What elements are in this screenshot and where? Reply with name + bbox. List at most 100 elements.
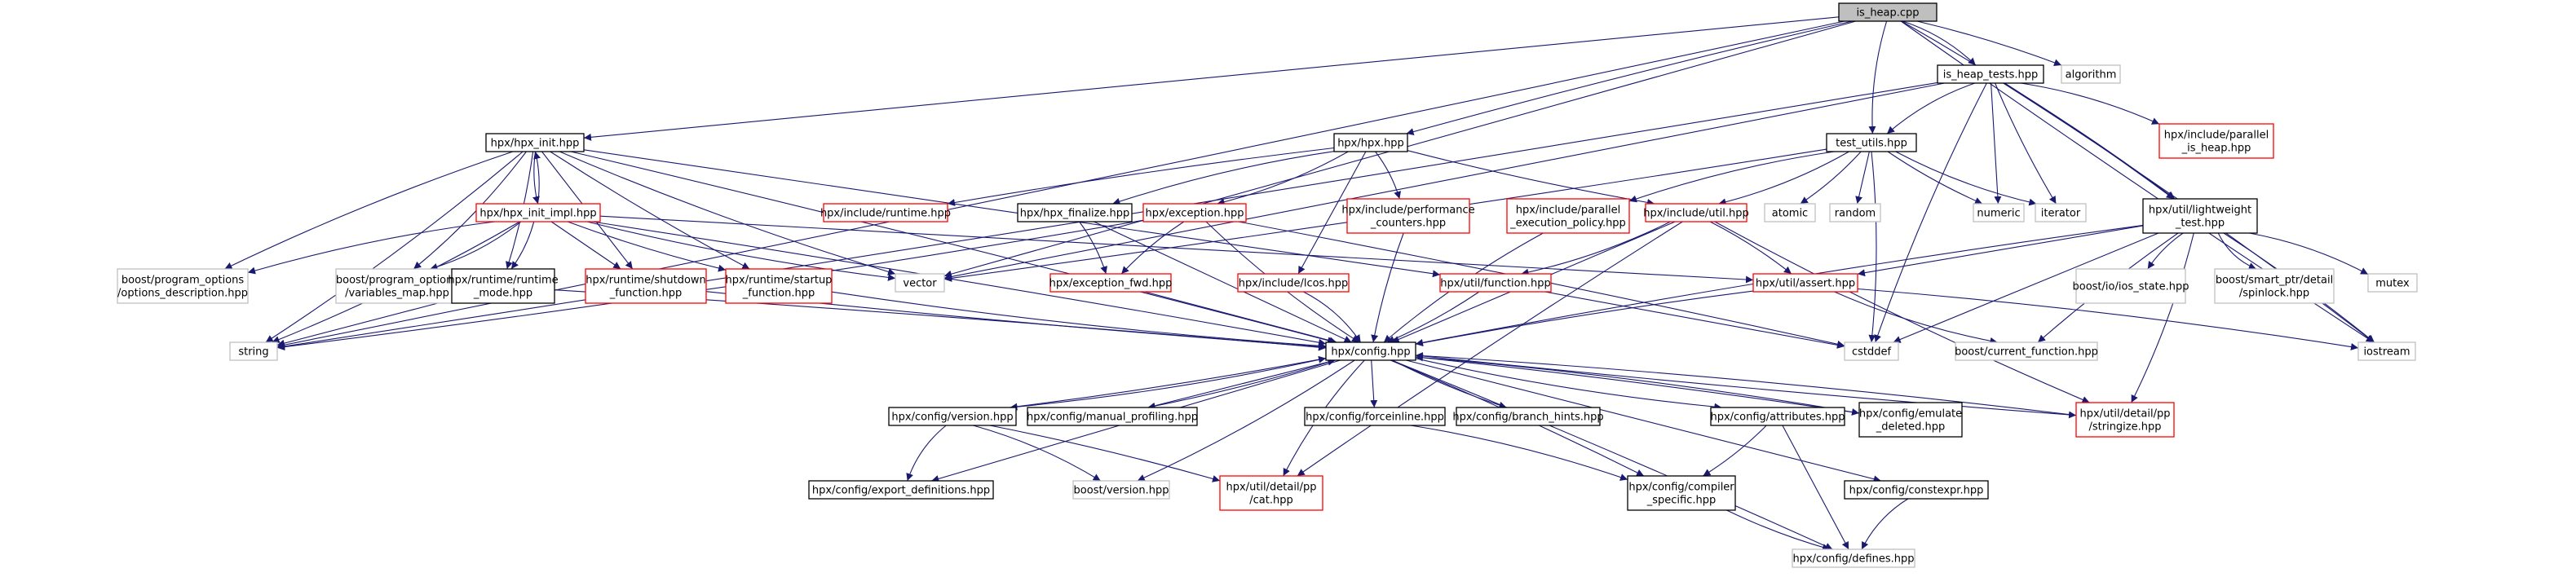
node-ios-state[interactable]: boost/io/ios_state.hpp <box>2073 268 2189 304</box>
node-random[interactable]: random <box>1829 203 1881 222</box>
node-mutex[interactable]: mutex <box>2367 273 2418 293</box>
node-label: _is_heap.hpp <box>2181 143 2251 155</box>
edge-hpx_hpx-to-exception <box>1217 151 1349 206</box>
node-exception-fwd[interactable]: hpx/exception_fwd.hpp <box>1049 273 1173 293</box>
node-startup-function[interactable]: hpx/runtime/startup_function.hpp <box>725 268 833 304</box>
node-label: hpx/config/branch_hints.hpp <box>1452 412 1603 424</box>
edge-lightweight_test-to-stringize <box>2131 232 2194 403</box>
node-label: hpx/util/detail/pp <box>2080 408 2171 421</box>
edge-hpx_finalize-to-exception_fwd <box>1079 221 1107 275</box>
edge-util_assert-to-iostream <box>1857 288 2359 350</box>
node-box <box>2075 402 2175 438</box>
node-string[interactable]: string <box>229 341 278 361</box>
node-parallel-is-heap[interactable]: hpx/include/parallel_is_heap.hpp <box>2158 123 2274 159</box>
edge-is_heap_cpp-to-is_heap_tests <box>1902 20 1977 66</box>
node-current-function[interactable]: boost/current_function.hpp <box>1955 341 2098 361</box>
node-test-utils[interactable]: test_utils.hpp <box>1826 133 1917 152</box>
edge-config-to-stringize <box>1415 355 2077 419</box>
node-perf-counters[interactable]: hpx/include/performance_counters.hpp <box>1341 198 1475 234</box>
node-box <box>229 341 278 361</box>
node-config[interactable]: hpx/config.hpp <box>1325 341 1416 361</box>
node-util-function[interactable]: hpx/util/function.hpp <box>1439 273 1552 293</box>
node-atomic[interactable]: atomic <box>1764 203 1816 222</box>
node-label: hpx/config/version.hpp <box>891 412 1013 424</box>
edge-attributes-to-defines <box>1782 425 1849 550</box>
node-label: hpx/util/function.hpp <box>1440 278 1550 290</box>
node-constexpr[interactable]: hpx/config/constexpr.hpp <box>1844 480 1989 500</box>
node-options-description[interactable]: boost/program_options/options_descriptio… <box>117 268 249 304</box>
edge-hpx_init-to-config <box>570 151 1336 345</box>
node-hpx-init-impl[interactable]: hpx/hpx_init_impl.hpp <box>475 203 601 222</box>
edge-config_version-to-boost_version <box>973 425 1101 482</box>
edge-config-to-emulate_deleted <box>1415 356 1860 416</box>
node-label: /stringize.hpp <box>2088 421 2161 434</box>
node-label: iostream <box>2363 346 2410 359</box>
node-forceinline[interactable]: hpx/config/forceinline.hpp <box>1304 407 1446 426</box>
node-export-definitions[interactable]: hpx/config/export_definitions.hpp <box>808 480 994 500</box>
node-exception[interactable]: hpx/exception.hpp <box>1142 203 1247 222</box>
node-spinlock[interactable]: boost/smart_ptr/detail/spinlock.hpp <box>2214 268 2335 304</box>
node-iterator[interactable]: iterator <box>2035 203 2087 222</box>
node-box <box>1333 133 1408 152</box>
node-label: mutex <box>2375 278 2410 290</box>
node-label: hpx/config.hpp <box>1331 346 1410 359</box>
node-exec-policy[interactable]: hpx/include/parallel_execution_policy.hp… <box>1506 198 1630 234</box>
node-hpx-init[interactable]: hpx/hpx_init.hpp <box>485 133 585 152</box>
node-box <box>1456 407 1601 426</box>
node-lightweight-test[interactable]: hpx/util/lightweight_test.hpp <box>2142 198 2258 234</box>
node-config-version[interactable]: hpx/config/version.hpp <box>888 407 1017 426</box>
node-box <box>1142 203 1247 222</box>
node-box <box>823 203 948 222</box>
edge-is_heap_tests-to-test_utils <box>1886 82 1976 134</box>
edge-emulate_deleted-to-config <box>1415 354 1860 414</box>
node-defines[interactable]: hpx/config/defines.hpp <box>1792 548 1915 568</box>
node-include-lcos[interactable]: hpx/include/lcos.hpp <box>1237 273 1350 293</box>
node-vector[interactable]: vector <box>895 273 945 293</box>
edge-include_util-to-stringize <box>1714 221 2090 403</box>
edge-runtime_mode-to-string <box>276 298 453 347</box>
node-box <box>888 407 1017 426</box>
node-algorithm[interactable]: algorithm <box>2061 64 2121 84</box>
node-pp-cat[interactable]: hpx/util/detail/pp/cat.hpp <box>1219 475 1323 511</box>
edge-include_util-to-util_function <box>1521 221 1671 276</box>
node-compiler-specific[interactable]: hpx/config/compiler_specific.hpp <box>1627 475 1736 511</box>
node-branch-hints[interactable]: hpx/config/branch_hints.hpp <box>1452 407 1604 426</box>
node-label: _test.hpp <box>2175 218 2225 230</box>
node-label: numeric <box>1977 208 2020 220</box>
node-hpx-finalize[interactable]: hpx/hpx_finalize.hpp <box>1017 203 1133 222</box>
node-box <box>1304 407 1446 426</box>
node-runtime-mode[interactable]: hpx/runtime/runtime_mode.hpp <box>448 268 559 304</box>
node-manual-profiling[interactable]: hpx/config/manual_profiling.hpp <box>1027 407 1198 426</box>
node-label: vector <box>903 278 937 290</box>
node-is-heap-cpp[interactable]: is_heap.cpp <box>1838 2 1938 22</box>
node-emulate-deleted[interactable]: hpx/config/emulate_deleted.hpp <box>1858 402 1963 438</box>
node-box <box>1858 402 1963 438</box>
edge-util_function-to-config <box>1386 291 1480 343</box>
node-numeric[interactable]: numeric <box>1973 203 2025 222</box>
node-hpx-hpx[interactable]: hpx/hpx.hpp <box>1333 133 1408 152</box>
node-label: hpx/util/lightweight <box>2149 205 2251 217</box>
node-shutdown-function[interactable]: hpx/runtime/shutdown_function.hpp <box>585 268 707 304</box>
node-label: hpx/config/export_definitions.hpp <box>812 485 990 497</box>
node-box <box>1506 198 1630 234</box>
node-label: hpx/util/detail/pp <box>1226 482 1317 494</box>
node-attributes[interactable]: hpx/config/attributes.hpp <box>1710 407 1845 426</box>
node-include-util[interactable]: hpx/include/util.hpp <box>1643 203 1749 222</box>
node-label: /cat.hpp <box>1249 495 1292 507</box>
node-boost-version[interactable]: boost/version.hpp <box>1072 480 1170 500</box>
node-is-heap-tests[interactable]: is_heap_tests.hpp <box>1937 64 2044 84</box>
node-box <box>1346 198 1470 234</box>
node-box <box>1792 548 1915 568</box>
edge-is_heap_cpp-to-test_utils <box>1868 20 1888 134</box>
node-include-runtime[interactable]: hpx/include/runtime.hpp <box>820 203 951 222</box>
node-stringize[interactable]: hpx/util/detail/pp/stringize.hpp <box>2075 402 2175 438</box>
edge-hpx_init_impl-to-shutdown_function <box>550 221 621 270</box>
node-util-assert[interactable]: hpx/util/assert.hpp <box>1752 273 1858 293</box>
node-cstddef[interactable]: cstddef <box>1844 341 1899 361</box>
node-label: random <box>1835 208 1876 220</box>
edge-test_utils-to-exec_policy <box>1628 151 1835 203</box>
node-variables-map[interactable]: boost/program_options/variables_map.hpp <box>335 268 459 304</box>
node-iostream[interactable]: iostream <box>2357 341 2416 361</box>
edge-stringize-to-config <box>1415 352 2077 416</box>
edge-test_utils-to-cstddef <box>1868 151 1877 343</box>
